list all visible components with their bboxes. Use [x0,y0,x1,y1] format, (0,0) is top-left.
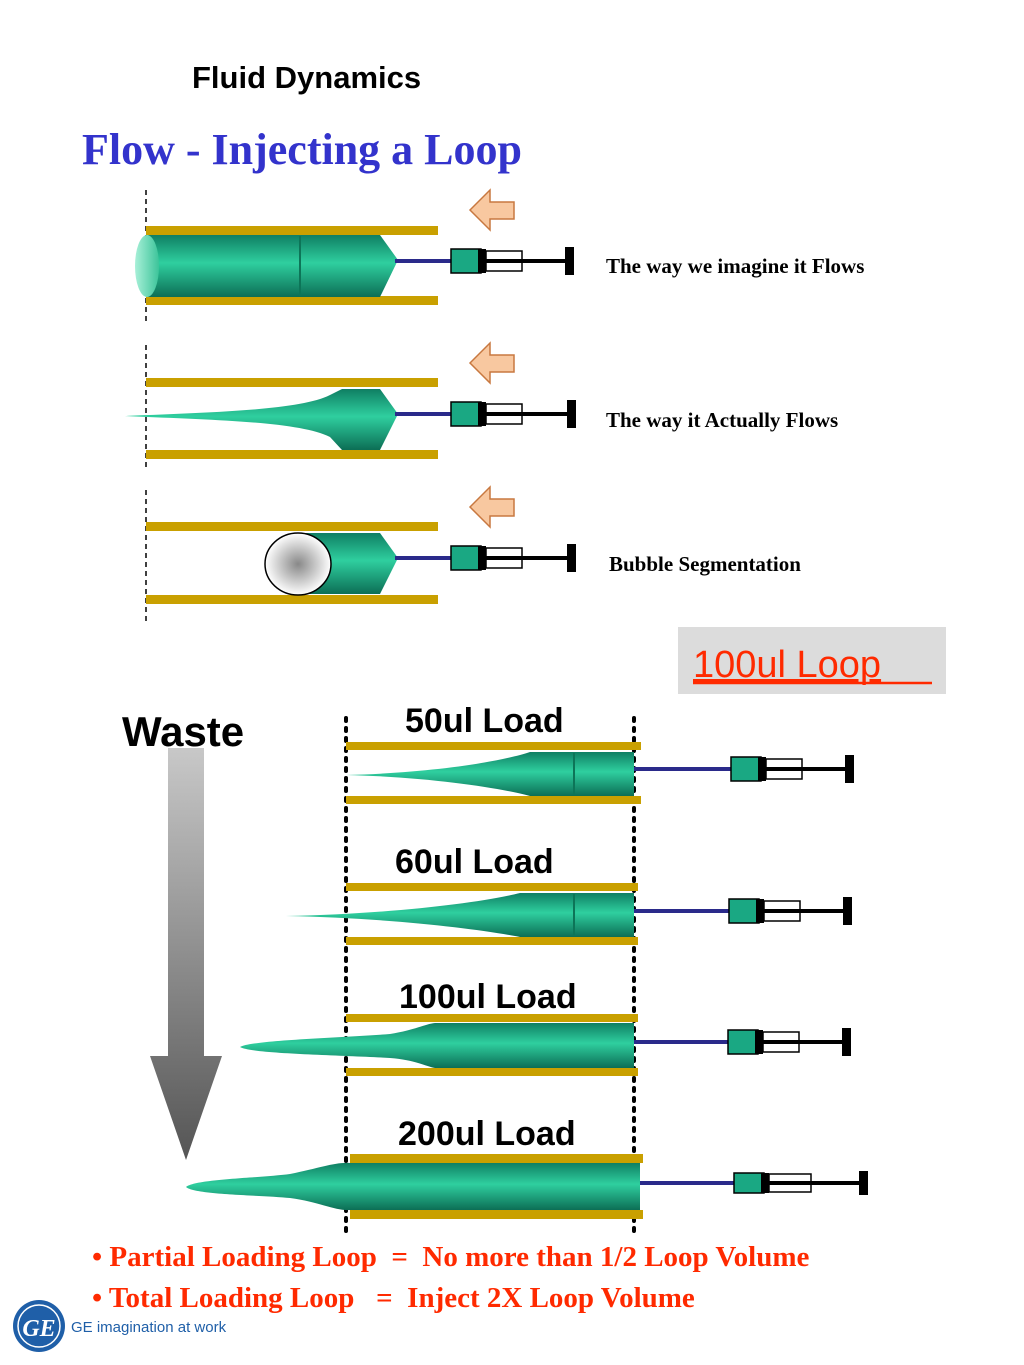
direction-arrow-icon [468,485,515,529]
ge-logo-text: GE [22,1316,55,1342]
fluid-plug [148,235,398,297]
scenario-bubble-segmentation: Bubble Segmentation [145,485,801,622]
fluid-profile [286,893,634,937]
syringe-icon [395,544,576,572]
load-50ul: 50ul Load [346,702,854,804]
page-title: Flow - Injecting a Loop [82,125,522,174]
tube-wall-top [146,378,438,387]
scenario-actual-flow: The way it Actually Flows [125,341,838,468]
ge-logo: GE [13,1300,65,1352]
load-100ul: 100ul Load [240,978,851,1076]
syringe-icon [395,400,576,428]
syringe-icon [395,247,574,275]
scenario-imagined-flow: The way we imagine it Flows [135,188,864,325]
scenario-label: Bubble Segmentation [609,552,801,576]
loop-volume-label: 100ul Loop [693,644,881,686]
load-label: 100ul Load [399,978,577,1016]
tube-wall-bottom [146,595,438,604]
fluid-parabolic-profile [125,389,398,450]
tube-wall-top [346,883,638,891]
load-200ul: 200ul Load [186,1115,868,1219]
syringe-icon [634,897,852,925]
bullet-total-loading: • Total Loading Loop = Inject 2X Loop Vo… [92,1282,695,1314]
tube-wall-top [146,226,438,235]
tube-wall-top [350,1154,643,1163]
tube-wall-bottom [346,1068,638,1076]
footer-tagline: GE imagination at work [71,1319,227,1336]
scenario-label: The way we imagine it Flows [606,254,864,278]
waste-label: Waste [122,708,244,755]
syringe-icon [634,755,854,783]
fluid-profile [240,1023,634,1068]
tube-wall-bottom [346,937,638,945]
tube-wall-top [346,1014,638,1022]
tube-wall-top [346,742,641,750]
direction-arrow-icon [468,341,515,385]
tube-wall-bottom [146,296,438,305]
air-bubble-icon [264,532,332,596]
bullet-partial-loading: • Partial Loading Loop = No more than 1/… [92,1241,810,1273]
scenario-label: The way it Actually Flows [606,408,838,432]
tube-wall-bottom [346,796,641,804]
direction-arrow-icon [468,188,515,232]
ge-logo-circle-icon [13,1300,65,1352]
fluid-profile [346,752,634,796]
tube-wall-bottom [146,450,438,459]
fluid-front-cap [135,235,159,297]
load-60ul: 60ul Load [286,843,852,945]
load-label: 60ul Load [395,843,554,881]
syringe-icon [640,1171,868,1195]
load-label: 200ul Load [398,1115,576,1153]
load-label: 50ul Load [405,702,564,740]
fluid-profile [186,1162,640,1211]
tube-wall-top [146,522,438,531]
topic-heading: Fluid Dynamics [192,60,421,95]
waste-arrow-icon [150,748,222,1160]
tube-wall-bottom [350,1210,643,1219]
syringe-icon [634,1028,851,1056]
